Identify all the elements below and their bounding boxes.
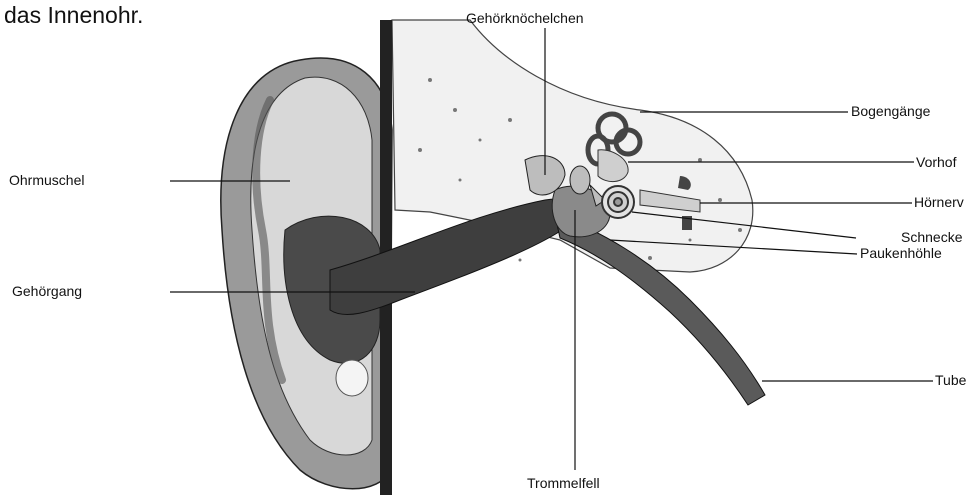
earlobe-highlight [336,360,368,396]
label-bogengaenge: Bogengänge [851,103,930,119]
label-trommelfell: Trommelfell [527,475,600,491]
label-vorhof: Vorhof [916,154,956,170]
label-gehoerknoechelchen: Gehörknöchelchen [466,10,584,26]
label-paukenhoehle: Paukenhöhle [860,245,942,261]
label-ohrmuschel: Ohrmuschel [9,172,84,188]
cochlea [602,186,634,218]
label-hoernerv: Hörnerv [914,194,964,210]
label-gehoergang: Gehörgang [12,283,82,299]
label-schnecke: Schnecke [901,229,962,245]
label-tube: Tube [935,372,966,388]
